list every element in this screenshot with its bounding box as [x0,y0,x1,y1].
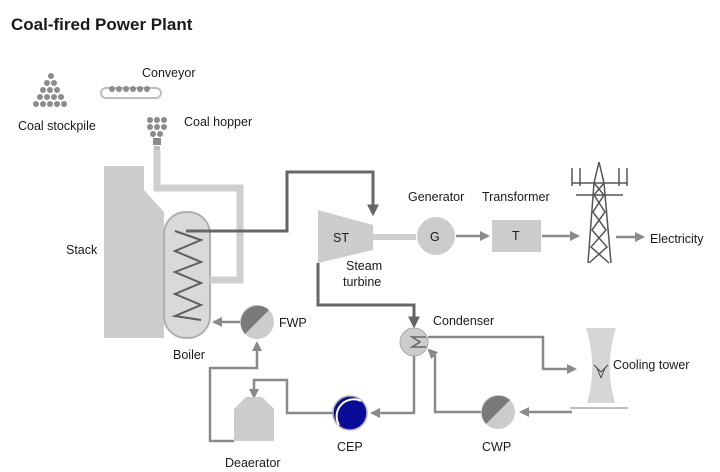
conveyor-label: Conveyor [142,66,196,80]
boiler-coil [171,230,204,321]
condensate-line [370,356,416,418]
coal-stockpile-label: Coal stockpile [18,119,96,133]
exhaust-line [316,263,420,329]
stack-body [104,166,164,338]
generator-icon [417,217,455,255]
condenser-icon [399,327,429,357]
coal-hopper-icon [147,117,167,151]
cep-to-deaerator-line [249,378,333,415]
deaerator-to-fwp-line [208,341,262,443]
transmission-tower-icon [571,161,628,264]
steam-turbine-label-line2: turbine [343,275,381,289]
cooling-tower-icon [586,328,616,403]
steam-turbine-label-line1: Steam [346,259,382,273]
generator-symbol: G [430,230,440,244]
coal-stockpile-icon [33,73,67,107]
boiler-label: Boiler [173,348,205,362]
coal-feed-pipe [153,150,244,284]
coal-hopper-label: Coal hopper [184,115,252,129]
cooling-tower-label: Cooling tower [613,358,689,372]
generator-label: Generator [408,190,464,204]
transformer-symbol: T [512,229,520,243]
transformer-icon [492,220,541,252]
cwp-label: CWP [482,440,511,454]
deaerator-icon [234,397,274,441]
condenser-label: Condenser [433,314,494,328]
conveyor-icon [100,86,162,99]
cwp-pump-icon [481,395,515,429]
main-steam-line [186,170,379,233]
cep-pump-icon [332,395,368,431]
diagram-title: Coal-fired Power Plant [11,15,193,34]
cep-label: CEP [337,440,363,454]
electricity-label: Electricity [650,232,704,246]
cwp-to-condenser-line [427,348,481,414]
fwp-label: FWP [279,316,307,330]
turbine-symbol: ST [333,231,349,245]
steam-turbine [318,210,373,263]
cooling-water-supply [428,335,577,374]
stack-label: Stack [66,243,98,257]
fwp-pump-icon [240,305,274,339]
deaerator-label: Deaerator [225,456,281,470]
cooling-spray-icon [593,364,609,379]
transformer-label: Transformer [482,190,550,204]
